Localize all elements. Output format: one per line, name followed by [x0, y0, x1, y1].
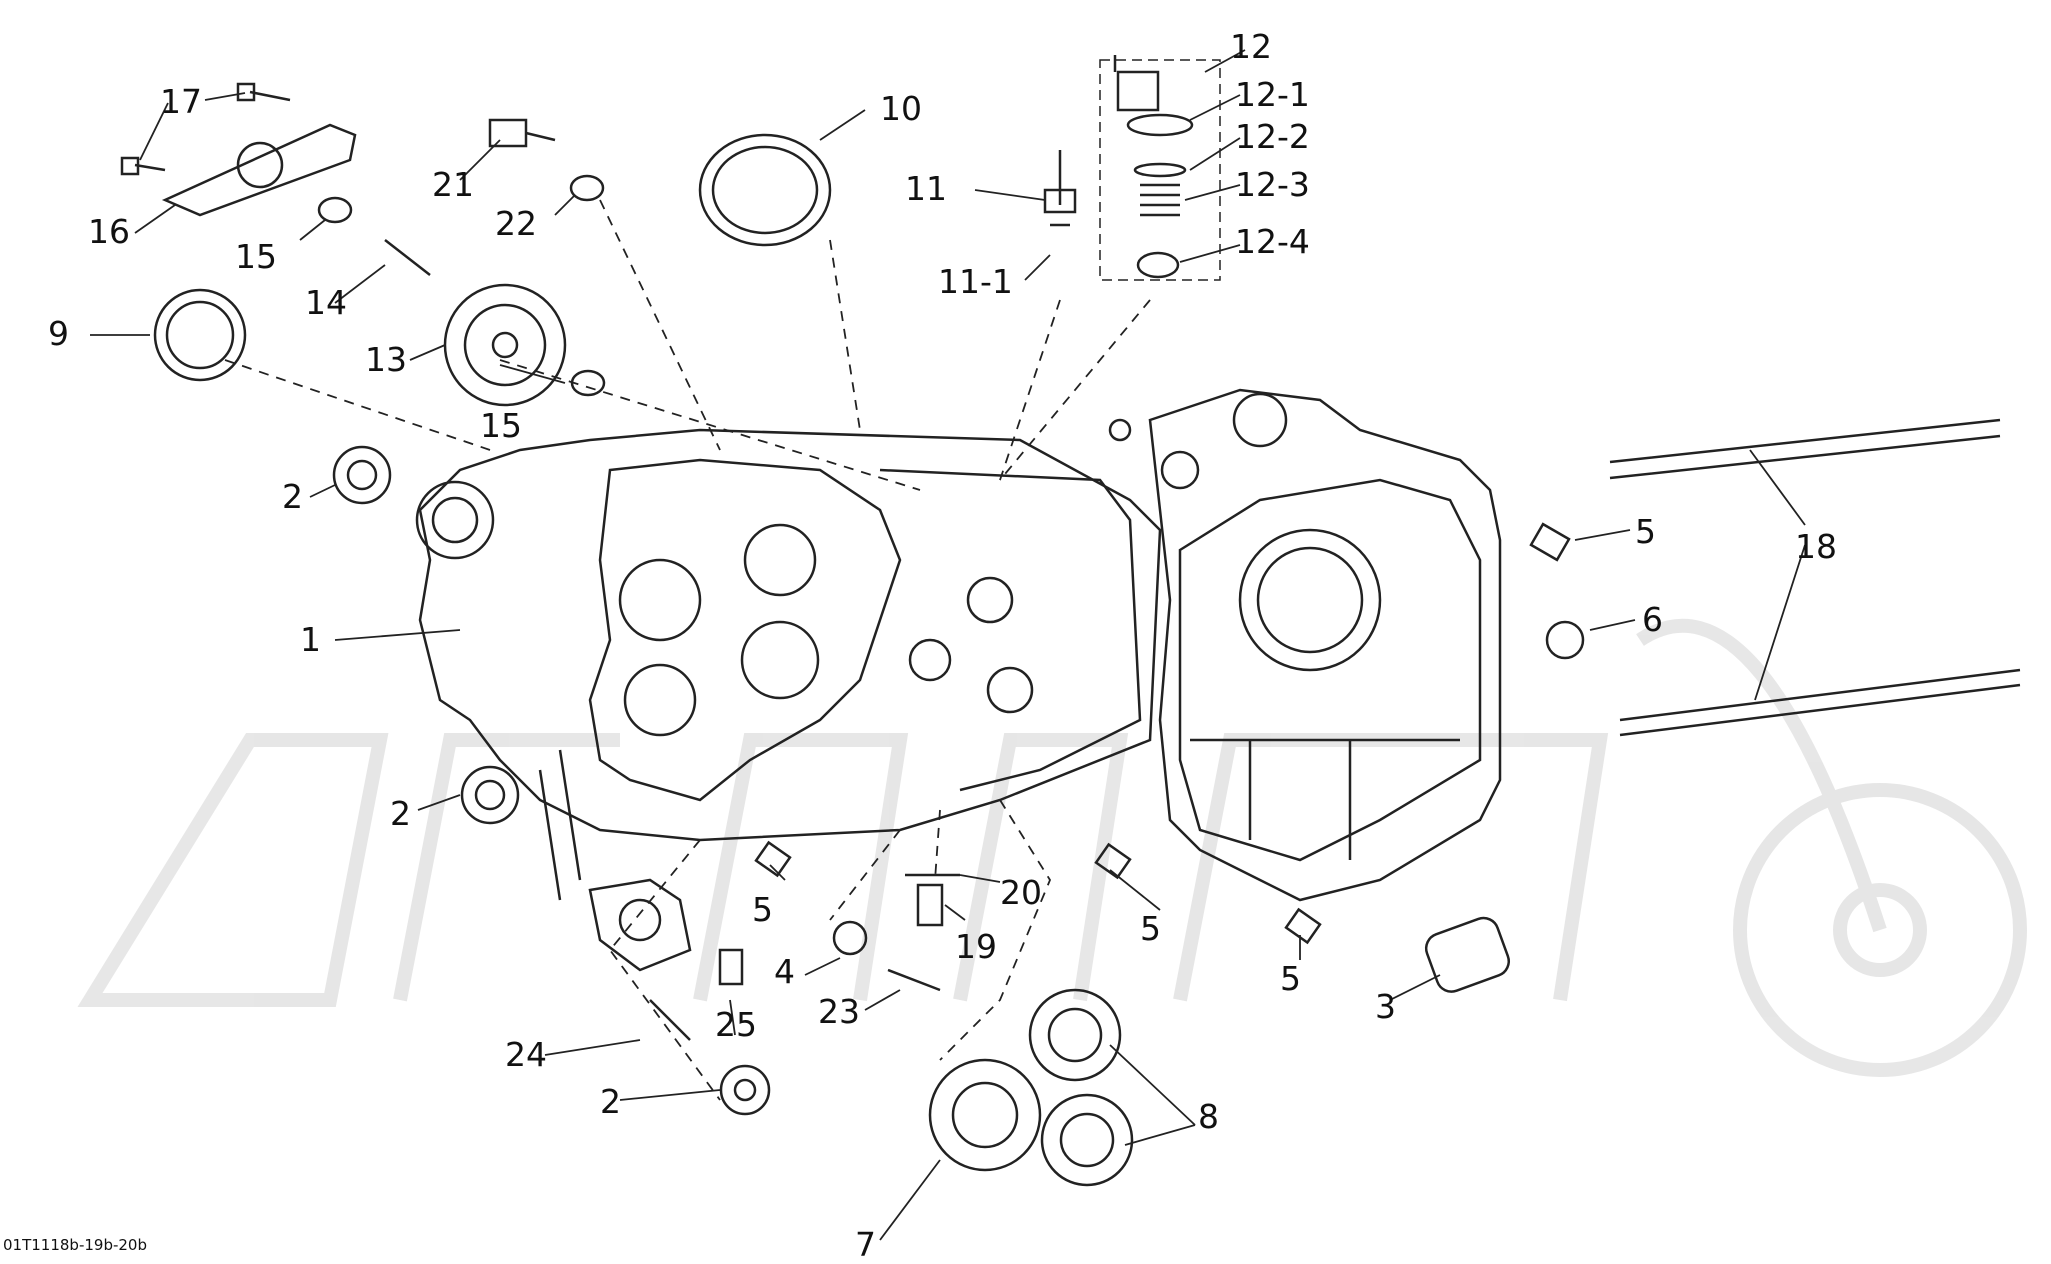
callout-2a: 2 — [282, 477, 303, 516]
callout-19: 19 — [955, 927, 997, 966]
callout-10: 10 — [880, 89, 922, 128]
callout-6: 6 — [1642, 600, 1663, 639]
watermark-text: AeriTerm — [420, 992, 464, 1003]
callout-7: 7 — [855, 1225, 876, 1264]
callout-23: 23 — [818, 992, 860, 1031]
callout-2b: 2 — [390, 794, 411, 833]
callout-22: 22 — [495, 204, 537, 243]
callout-4: 4 — [774, 952, 795, 991]
callout-15a: 15 — [235, 237, 277, 276]
callout-9: 9 — [48, 314, 69, 353]
callout-18: 18 — [1795, 527, 1837, 566]
callout-12-2: 12-2 — [1235, 117, 1310, 156]
crankcase-right-half — [1108, 388, 1502, 902]
callout-12: 12 — [1230, 27, 1272, 66]
callout-11-1: 11-1 — [938, 262, 1013, 301]
drawing-code: 01T1118b-19b-20b — [3, 1236, 147, 1254]
callout-20: 20 — [1000, 873, 1042, 912]
callout-25: 25 — [715, 1005, 757, 1044]
leader-lines — [90, 49, 1806, 1241]
callout-24: 24 — [505, 1035, 547, 1074]
callout-11: 11 — [905, 169, 947, 208]
callout-13: 13 — [365, 340, 407, 379]
parts — [120, 55, 2021, 1187]
callout-2c: 2 — [600, 1082, 621, 1121]
callout-3: 3 — [1375, 987, 1396, 1026]
callout-1: 1 — [300, 620, 321, 659]
callout-17: 17 — [160, 82, 202, 121]
callout-21: 21 — [432, 165, 474, 204]
callout-5a: 5 — [752, 890, 773, 929]
crankcase-left-half — [415, 428, 1162, 972]
watermark-logo — [77, 618, 2027, 1077]
callout-12-3: 12-3 — [1235, 165, 1310, 204]
callout-12-1: 12-1 — [1235, 75, 1310, 114]
callout-12-4: 12-4 — [1235, 222, 1310, 261]
callout-5b: 5 — [1140, 909, 1161, 948]
callout-8: 8 — [1198, 1097, 1219, 1136]
callout-5d: 5 — [1635, 512, 1656, 551]
callout-14: 14 — [305, 283, 347, 322]
callout-15b: 15 — [480, 406, 522, 445]
callout-16: 16 — [88, 212, 130, 251]
callout-5c: 5 — [1280, 959, 1301, 998]
